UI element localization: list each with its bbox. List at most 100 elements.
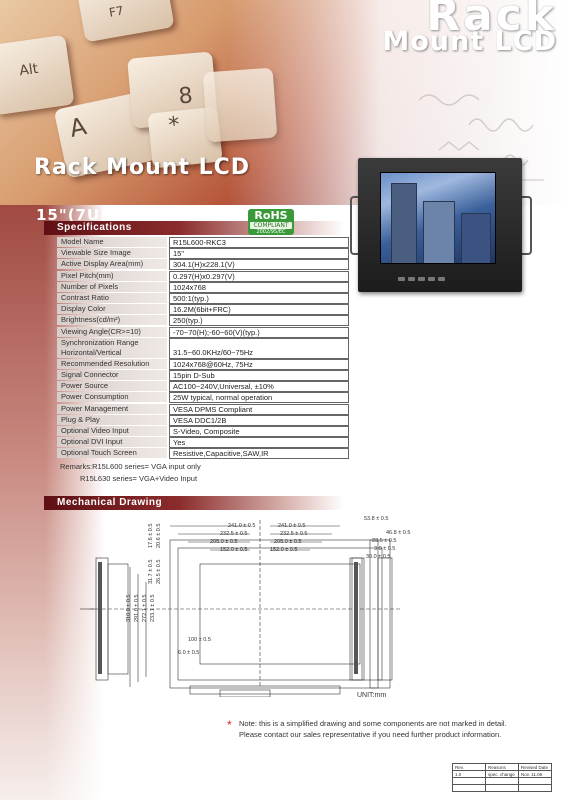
spec-value: 0.297(H)x0.297(V) <box>169 270 349 282</box>
spec-value: 15pin D-Sub <box>169 370 349 382</box>
spec-value: 25W typical, normal operation <box>169 392 349 404</box>
spec-value: 1024x768@60Hz, 75Hz <box>169 358 349 370</box>
note-line2: Please contact our sales representative … <box>239 730 502 739</box>
specifications-heading: Specifications <box>57 222 132 233</box>
key-label: F7 <box>107 3 125 20</box>
rohs-badge: RoHS COMPLIANT 2002/95/EC <box>248 209 294 235</box>
revision-cell: spec. change <box>485 770 519 778</box>
dim-small-2: 6.0 ± 0.5 <box>178 650 200 656</box>
drawing-lines <box>80 520 400 697</box>
spec-label: Power Source <box>57 381 167 392</box>
spec-label: Optional Video Input <box>57 426 167 436</box>
keyboard-key-f7: F7 <box>75 0 175 43</box>
product-size-title: 15"(7U) <box>36 206 109 224</box>
revision-row: 1.0 spec. change Nov. 11.06 <box>452 770 552 778</box>
dim-side-3: 23.5 ± 0.5 <box>372 538 397 544</box>
hero-title: Rack Mount LCD <box>34 155 251 180</box>
top-title-line2: Mount LCD <box>382 26 557 57</box>
revision-row-empty <box>452 777 552 785</box>
key-label: Alt <box>18 60 40 80</box>
spec-value: 500:1(typ.) <box>169 292 349 304</box>
screen-building <box>391 183 417 263</box>
dim-height-4: 233.1 ± 0.5 <box>150 594 156 622</box>
spec-value: 304.1(H)x228.1(V) <box>169 259 349 271</box>
revision-row-empty <box>452 784 552 792</box>
dim-top-left-4: 152.0 ± 0.5 <box>220 547 248 553</box>
revision-header-row: Rev. Reasons Revised Date <box>452 763 552 771</box>
dim-side-2: 46.8 ± 0.5 <box>386 530 411 536</box>
remarks-line2: R15L630 series= VGA+Video Input <box>80 474 198 483</box>
revision-cell: 1.0 <box>452 770 486 778</box>
spec-label: Viewable Size Image <box>57 248 167 259</box>
spec-value: VESA DPMS Compliant <box>169 403 349 415</box>
monitor-screen <box>380 172 496 264</box>
spec-label: Power Consumption <box>57 392 167 403</box>
spec-label: Plug & Play <box>57 414 167 425</box>
spec-label: Optional Touch Screen <box>57 448 167 459</box>
spec-value: R15L600-RKC3 <box>169 237 349 248</box>
spec-label: Recommended Resolution <box>57 358 167 369</box>
spec-label: Power Management <box>57 403 167 414</box>
monitor-buttons <box>398 268 448 281</box>
dim-vertical-1: 17.6 ± 0.5 <box>148 523 154 548</box>
spec-value: S-Video, Composite <box>169 426 349 437</box>
dim-side-1: 53.8 ± 0.5 <box>364 516 389 522</box>
keyboard-key-alt: Alt <box>0 34 75 116</box>
mechanical-heading-bar: Mechanical Drawing <box>44 496 344 510</box>
spec-label: Display Color <box>57 304 167 315</box>
top-title: Rack Mount LCD <box>382 0 557 55</box>
spec-label: Optional DVI Input <box>57 437 167 448</box>
spec-value: Resistive,Capacitive,SAW,IR <box>169 448 349 460</box>
spec-label: Number of Pixels <box>57 281 167 292</box>
rohs-compliant: COMPLIANT <box>250 222 292 229</box>
screen-building <box>461 213 491 263</box>
dim-top-left-2: 232.5 ± 0.5 <box>220 531 248 537</box>
dim-vertical-3: 31.7 ± 0.5 <box>148 559 154 584</box>
dim-height-2: 291.0 ± 0.5 <box>134 594 140 622</box>
spec-label: Pixel Pitch(mm) <box>57 270 167 281</box>
unit-label: UNIT:mm <box>357 692 387 699</box>
mechanical-drawing: 241.0 ± 0.5 232.5 ± 0.5 205.0 ± 0.5 152.… <box>70 512 530 697</box>
revision-cell: Nov. 11.06 <box>518 770 552 778</box>
dim-top-right-4: 152.0 ± 0.5 <box>270 547 298 553</box>
hero-banner: Alt A 8 * F7 Rack Mount LCD Rack Mount L… <box>0 0 567 205</box>
spec-value: 16.2M(6bit+FRC) <box>169 304 349 316</box>
key-label: A <box>67 112 89 143</box>
asterisk-icon: * <box>227 718 232 732</box>
dim-top-left-1: 241.0 ± 0.5 <box>228 523 256 529</box>
spec-value: 250(typ.) <box>169 315 349 327</box>
mechanical-heading: Mechanical Drawing <box>57 497 163 508</box>
revision-header: Rev. <box>452 763 486 771</box>
dim-height-3: 272.1 ± 0.5 <box>142 594 148 622</box>
rohs-directive: 2002/95/EC <box>256 229 286 235</box>
spec-label: Synchronization Range Horizontal/Vertica… <box>57 337 167 358</box>
key-label: * <box>167 112 181 139</box>
spec-value: 15" <box>169 248 349 260</box>
dim-top-left-3: 205.0 ± 0.5 <box>210 539 238 545</box>
dim-top-right-1: 241.0 ± 0.5 <box>278 523 306 529</box>
spec-value: VESA DDC1/2B <box>169 414 349 426</box>
rohs-mark: RoHS <box>254 209 288 222</box>
dim-height-1: 310.0 ± 0.5 <box>126 594 132 622</box>
dim-top-right-2: 232.5 ± 0.5 <box>280 531 308 537</box>
screen-building <box>423 201 455 263</box>
dim-side-5: 30.0 ± 0.5 <box>366 554 391 560</box>
spec-value: 31.5~60.0KHz/60~75Hz <box>169 337 349 359</box>
dim-small-1: 100 ± 0.5 <box>188 637 211 643</box>
spec-value: -70~70(H);-60~60(V)(typ.) <box>169 326 349 338</box>
spec-label: Signal Connector <box>57 370 167 381</box>
revision-header: Reasons <box>485 763 519 771</box>
spec-label: Contrast Ratio <box>57 292 167 303</box>
spec-label: Viewing Angle(CR>=10) <box>57 326 167 337</box>
dim-top-right-3: 205.0 ± 0.5 <box>274 539 302 545</box>
note-line1: Note: this is a simplified drawing and s… <box>239 719 507 728</box>
monitor-photo <box>350 158 532 294</box>
dim-vertical-2: 20.6 ± 0.5 <box>156 523 162 548</box>
remarks-line1: Remarks:R15L600 series= VGA input only <box>60 462 201 471</box>
specifications-heading-bar: Specifications <box>44 221 344 235</box>
key-label: 8 <box>177 83 194 110</box>
dim-side-4: 3.0 ± 0.5 <box>374 546 396 552</box>
disclaimer-note: * Note: this is a simplified drawing and… <box>227 718 507 740</box>
spec-label: Brightness(cd/m²) <box>57 315 167 326</box>
dim-vertical-4: 26.5 ± 0.5 <box>156 559 162 584</box>
